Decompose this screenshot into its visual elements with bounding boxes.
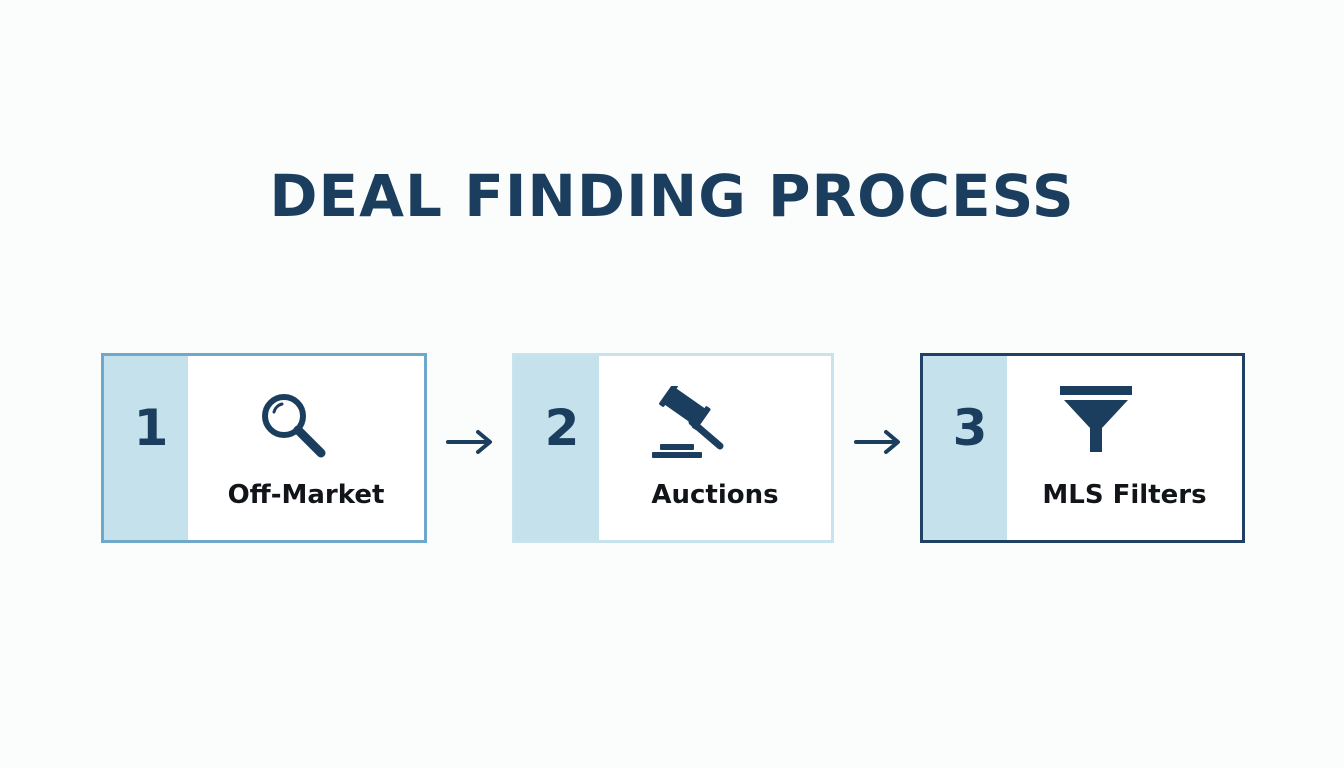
step-label: Off-Market (227, 480, 385, 510)
step-number: 1 (133, 399, 169, 457)
step-off-market: 1 Off-Market (101, 353, 427, 543)
step-auctions: 2 Auctions (512, 353, 834, 543)
step-label: MLS Filters (1042, 480, 1207, 510)
step-mls-filters: 3 MLS Filters (920, 353, 1245, 543)
funnel-icon (1056, 386, 1136, 466)
diagram-title: DEAL FINDING PROCESS (269, 162, 1075, 230)
arrow-right-icon (444, 426, 496, 458)
step-number-panel (515, 356, 599, 540)
step-number-panel (923, 356, 1007, 540)
step-number-panel (104, 356, 188, 540)
step-number: 2 (544, 399, 580, 457)
magnifying-glass-icon (254, 386, 334, 466)
step-label: Auctions (651, 480, 779, 510)
arrow-right-icon (852, 426, 904, 458)
step-number: 3 (952, 399, 988, 457)
gavel-icon (650, 383, 730, 466)
